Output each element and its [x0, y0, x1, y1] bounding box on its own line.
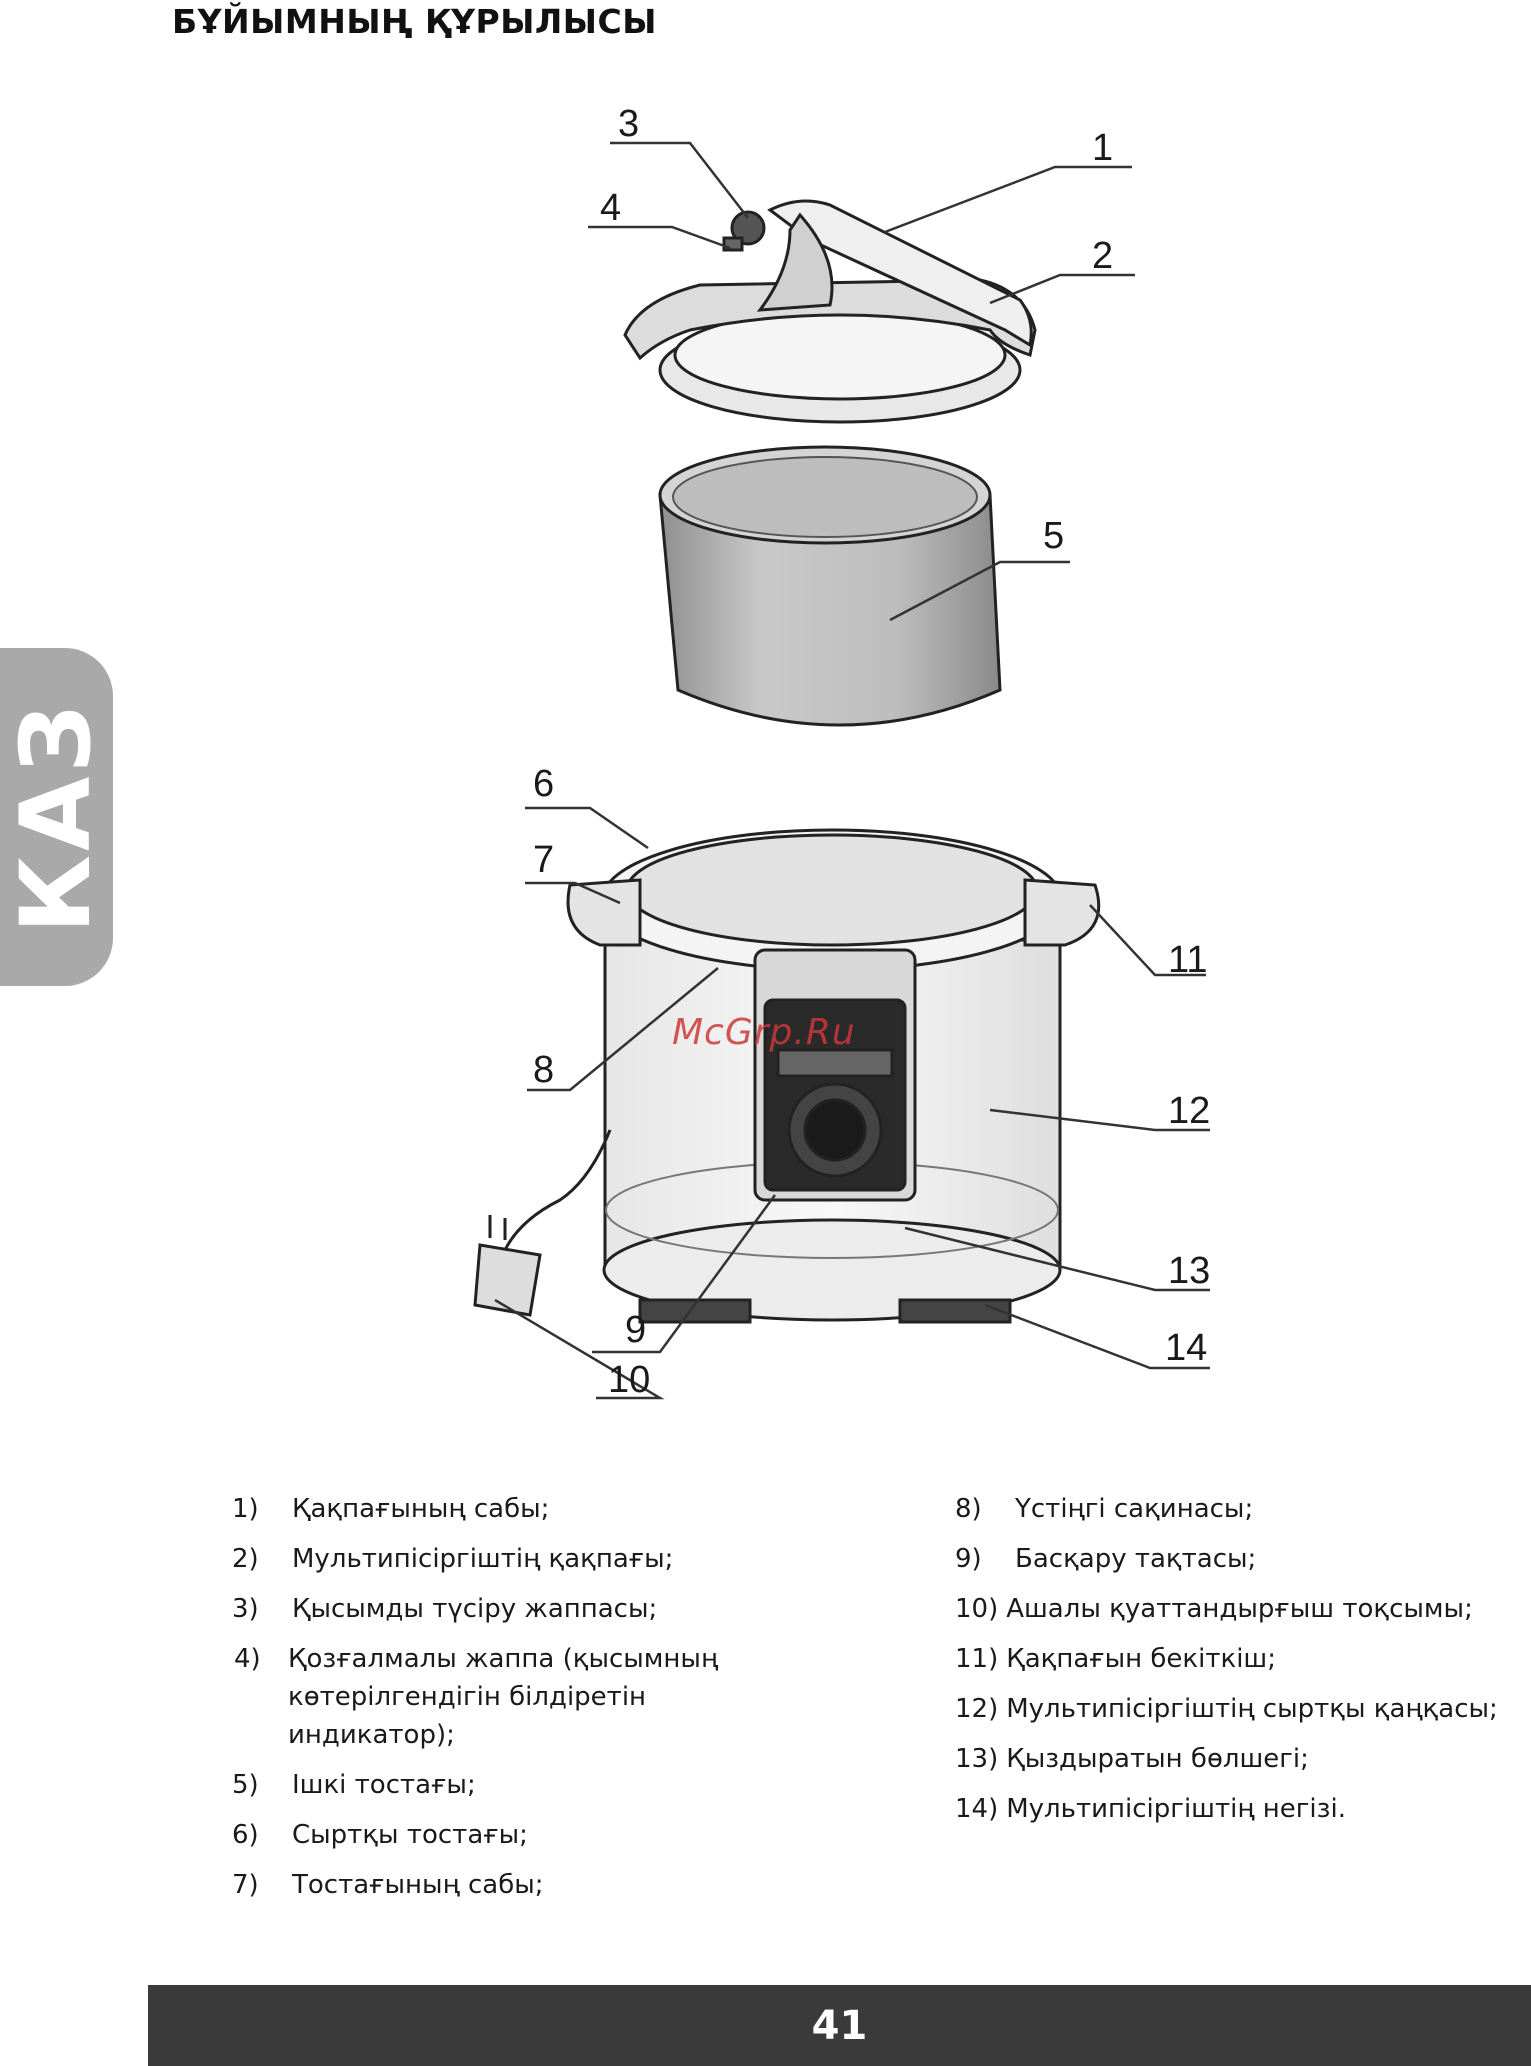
item-number: 1)	[232, 1494, 259, 1524]
callout-8: 8	[533, 1049, 554, 1091]
item-text: Қақпағының сабы;	[292, 1494, 550, 1524]
item-number: 11)	[955, 1644, 999, 1674]
list-item: 7) Тостағының сабы;	[232, 1866, 792, 1904]
lid	[623, 199, 1037, 424]
cooker-body	[566, 828, 1101, 1324]
list-item: 6) Сыртқы тостағы;	[232, 1816, 792, 1854]
callout-11: 11	[1168, 939, 1207, 981]
item-number: 12)	[955, 1694, 999, 1724]
callout-4: 4	[600, 187, 621, 229]
item-number: 10)	[955, 1594, 999, 1624]
inner-bowl	[658, 445, 1002, 727]
item-text: Мультипісіргіштің қақпағы;	[292, 1544, 674, 1574]
list-item: 12)Мультипісіргіштің сыртқы қаңқасы;	[955, 1690, 1515, 1728]
list-item: 9) Басқару тақтасы;	[955, 1540, 1515, 1578]
page-title: БҰЙЫМНЫҢ ҚҰРЫЛЫСЫ	[172, 2, 657, 41]
item-number: 14)	[955, 1794, 999, 1824]
callout-7: 7	[533, 839, 554, 881]
page-number: 41	[811, 2002, 868, 2049]
list-item: 8) Үстіңгі сақинасы;	[955, 1490, 1515, 1528]
item-number: 2)	[232, 1544, 259, 1574]
leader-lines	[494, 141, 1210, 1400]
callout-9: 9	[625, 1309, 646, 1351]
list-item: 13)Қыздыратын бөлшегі;	[955, 1740, 1515, 1778]
item-text: Ашалы қуаттандырғыш тоқсымы;	[1006, 1594, 1473, 1624]
item-text: Мультипісіргіштің негізі.	[1006, 1794, 1346, 1824]
item-number: 4)	[234, 1644, 261, 1674]
item-text: Қозғалмалы жаппа (қысымның көтерілгендіг…	[288, 1644, 719, 1750]
item-text: Сыртқы тостағы;	[292, 1820, 528, 1850]
parts-list-left: 1) Қақпағының сабы; 2) Мультипісіргіштің қ…	[232, 1490, 792, 1916]
parts-list-right: 8) Үстіңгі сақинасы; 9) Басқару тақтасы; 1…	[955, 1490, 1515, 1840]
item-text: Қысымды түсіру жаппасы;	[292, 1594, 658, 1624]
item-number: 6)	[232, 1820, 259, 1850]
item-number: 13)	[955, 1744, 999, 1774]
appliance-diagram: 3 4 1 2 5 6 7 8 11 12 13 14 9 10	[473, 103, 1210, 1401]
list-item: 14)Мультипісіргіштің негізі.	[955, 1790, 1515, 1828]
item-text: Қыздыратын бөлшегі;	[1006, 1744, 1309, 1774]
item-number: 8)	[955, 1494, 982, 1524]
callout-3: 3	[618, 103, 639, 145]
footer-bar: 41	[148, 1985, 1531, 2066]
callout-5: 5	[1043, 515, 1064, 557]
item-number: 9)	[955, 1544, 982, 1574]
callout-6: 6	[533, 763, 554, 805]
item-text: Басқару тақтасы;	[1015, 1544, 1257, 1574]
item-text: Қақпағын бекіткіш;	[1006, 1644, 1276, 1674]
item-number: 7)	[232, 1870, 259, 1900]
list-item: 3) Қысымды түсіру жаппасы;	[232, 1590, 792, 1628]
list-item: 10)Ашалы қуаттандырғыш тоқсымы;	[955, 1590, 1515, 1628]
item-text: Үстіңгі сақинасы;	[1015, 1494, 1254, 1524]
list-item: 11)Қақпағын бекіткіш;	[955, 1640, 1515, 1678]
list-item: 4) Қозғалмалы жаппа (қысымның көтерілгенд…	[232, 1640, 792, 1754]
item-number: 5)	[232, 1770, 259, 1800]
power-cord	[473, 1129, 612, 1317]
callout-2: 2	[1092, 235, 1113, 277]
callout-14: 14	[1165, 1327, 1207, 1369]
item-text: Ішкі тостағы;	[292, 1770, 476, 1800]
list-item: 1) Қақпағының сабы;	[232, 1490, 792, 1528]
language-tab: КАЗ	[0, 648, 113, 986]
callout-13: 13	[1168, 1250, 1210, 1292]
callout-1: 1	[1092, 127, 1113, 169]
item-text: Мультипісіргіштің сыртқы қаңқасы;	[1006, 1694, 1498, 1724]
callout-12: 12	[1168, 1090, 1210, 1132]
watermark: McGrp.Ru	[672, 1012, 856, 1053]
callout-10: 10	[608, 1359, 650, 1401]
item-number: 3)	[232, 1594, 259, 1624]
list-item: 5) Ішкі тостағы;	[232, 1766, 792, 1804]
list-item: 2) Мультипісіргіштің қақпағы;	[232, 1540, 792, 1578]
item-text: Тостағының сабы;	[292, 1870, 544, 1900]
